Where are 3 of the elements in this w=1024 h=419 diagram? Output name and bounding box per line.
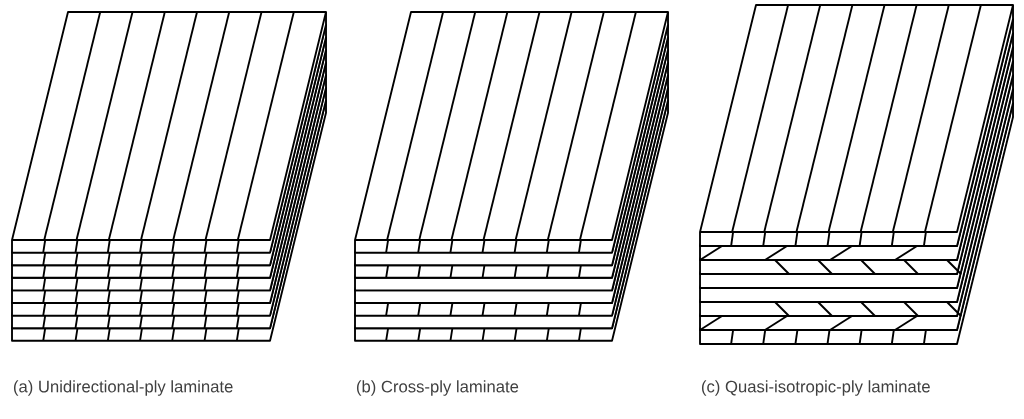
caption: (c) Quasi-isotropic-ply laminate: [701, 380, 930, 396]
caption: (a) Unidirectional-ply laminate: [13, 380, 233, 396]
caption: (b) Cross-ply laminate: [356, 380, 519, 396]
